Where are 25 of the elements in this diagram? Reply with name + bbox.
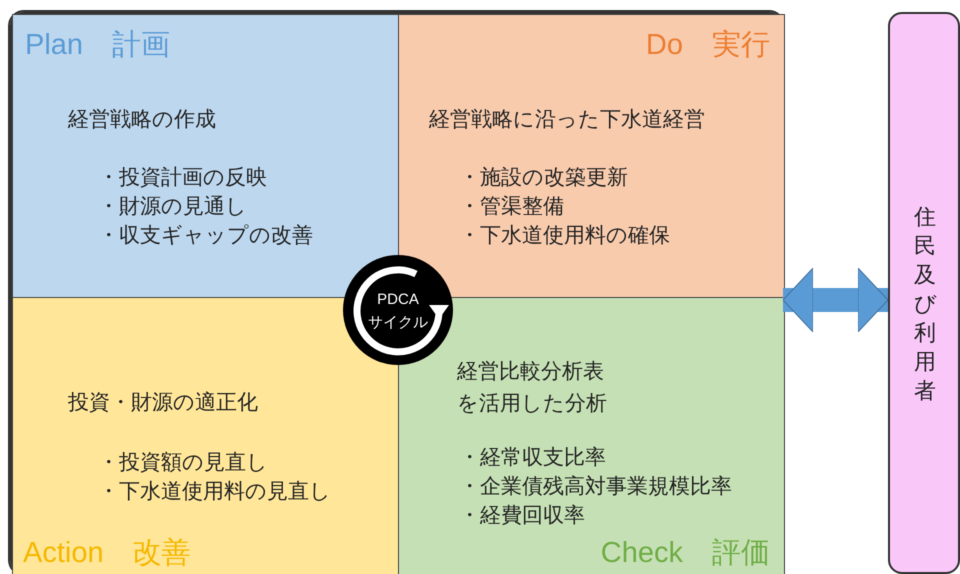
bullet-item: ・管渠整備 <box>459 194 564 220</box>
section-heading: 経営戦略に沿った下水道経営 <box>429 107 705 133</box>
cycle-label: サイクル <box>367 313 429 332</box>
bullet-item: ・施設の改築更新 <box>459 165 628 191</box>
residents-box <box>888 12 960 574</box>
quadrant-title: Check 評価 <box>600 536 770 571</box>
bullet-item: ・収支ギャップの改善 <box>98 223 313 249</box>
section-heading: 経営戦略の作成 <box>68 107 216 133</box>
quadrant-title: Action 改善 <box>23 536 191 571</box>
vertical-label: 住民及び利用者 <box>914 203 936 405</box>
bullet-item: ・財源の見通し <box>98 194 247 220</box>
double-arrow <box>782 268 888 332</box>
bullet-item: ・企業債残高対事業規模比率 <box>459 474 732 500</box>
quadrant-title: Do 実行 <box>646 28 770 63</box>
quadrant-title: Plan 計画 <box>25 28 170 63</box>
bullet-item: ・下水道使用料の確保 <box>459 223 670 249</box>
bullet-item: ・投資計画の反映 <box>98 165 267 191</box>
bullet-item: ・経常収支比率 <box>459 445 606 471</box>
bullet-item: ・下水道使用料の見直し <box>98 479 331 505</box>
section-heading: 経営比較分析表を活用した分析 <box>457 359 607 417</box>
section-heading: 投資・財源の適正化 <box>68 390 258 416</box>
bullet-item: ・投資額の見直し <box>98 450 268 476</box>
quadrant-grid <box>10 12 783 574</box>
cycle-label: PDCA <box>376 291 420 308</box>
bullet-item: ・経費回収率 <box>459 503 585 529</box>
